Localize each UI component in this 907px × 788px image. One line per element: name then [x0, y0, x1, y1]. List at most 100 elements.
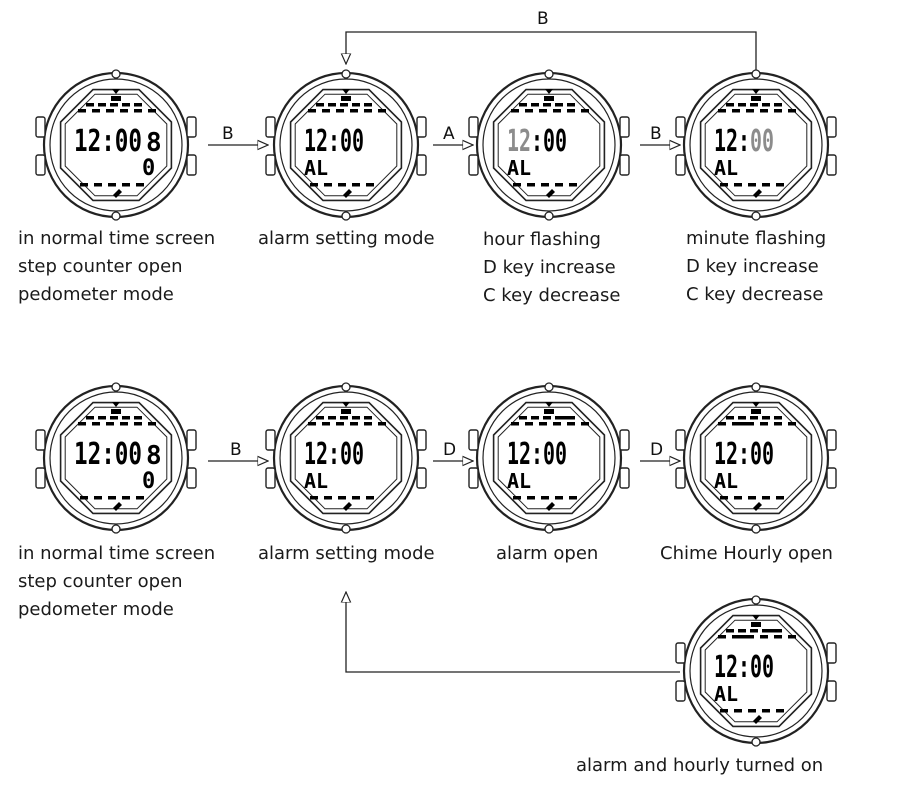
caption-w2: alarm setting mode — [258, 225, 435, 253]
caption-line: hour flashing — [483, 229, 601, 250]
walker-icon — [546, 189, 555, 198]
side-button-right-bottom — [416, 467, 427, 489]
arrow-r2-c: D — [640, 440, 680, 461]
caption-w9: alarm and hourly turned on — [576, 752, 823, 780]
watch-extra-digit: 8 — [146, 441, 162, 471]
caption-line: D key increase — [483, 257, 616, 278]
arrow-r1-c: B — [640, 124, 680, 145]
caption-line: alarm and hourly turned on — [576, 755, 824, 776]
caption-w6: alarm setting mode — [258, 540, 435, 568]
side-button-left-top — [675, 642, 686, 664]
side-button-left-top — [35, 116, 46, 138]
walker-icon — [343, 189, 352, 198]
side-button-left-bottom — [35, 154, 46, 176]
side-button-right-top — [619, 429, 630, 451]
arrow-return-loop — [346, 592, 680, 673]
watch-extra-digit: 8 — [146, 128, 162, 158]
watch-alarm-indicator: AL — [507, 156, 531, 180]
caption-line: D key increase — [686, 256, 819, 277]
caption-line: Chime Hourly open — [660, 543, 833, 564]
arrow-r1-loop: B — [346, 9, 757, 70]
caption-line: C key decrease — [483, 285, 621, 306]
walker-icon — [546, 502, 555, 511]
side-button-right-top — [416, 429, 427, 451]
watch-time-display: 12:00 — [304, 437, 364, 472]
side-button-left-top — [35, 429, 46, 451]
arrow-r1-c-label: B — [650, 124, 662, 144]
caption-line: pedometer mode — [18, 599, 174, 620]
arrow-r1-a: B — [208, 124, 268, 145]
walker-icon — [343, 502, 352, 511]
watch-time-display: 12:00 — [304, 124, 364, 159]
side-button-left-top — [675, 116, 686, 138]
side-button-right-top — [826, 429, 837, 451]
watch-alarm-indicator: AL — [714, 469, 738, 493]
arrow-r2-c-label: D — [650, 440, 663, 460]
caption-line: alarm open — [496, 543, 599, 564]
caption-line: step counter open — [18, 256, 183, 277]
watch-alarm-indicator: AL — [304, 156, 328, 180]
caption-line: in normal time screen — [18, 228, 216, 249]
side-button-right-bottom — [416, 154, 427, 176]
watch-time-display: 12:00 — [714, 437, 774, 472]
caption-w3: hour flashing D key increase C key decre… — [483, 226, 620, 310]
watch-time-display: 12:00 — [507, 437, 567, 472]
side-button-right-top — [826, 116, 837, 138]
caption-line: C key decrease — [686, 284, 824, 305]
arrow-r1-b: A — [433, 124, 473, 145]
side-button-right-bottom — [619, 467, 630, 489]
caption-w1: in normal time screen step counter open … — [18, 225, 215, 309]
side-button-left-top — [468, 429, 479, 451]
arrow-r2-b-label: D — [443, 440, 456, 460]
side-button-right-top — [186, 429, 197, 451]
caption-w5: in normal time screen step counter open … — [18, 540, 215, 624]
side-button-right-top — [186, 116, 197, 138]
side-button-left-bottom — [468, 467, 479, 489]
side-button-left-top — [468, 116, 479, 138]
side-button-left-bottom — [265, 467, 276, 489]
side-button-right-bottom — [186, 154, 197, 176]
watch-time-display: 12:00 — [74, 437, 142, 472]
watch-step-digit: 0 — [142, 469, 155, 494]
caption-w4: minute flashing D key increase C key dec… — [686, 225, 826, 309]
arrow-r2-b: D — [433, 440, 473, 461]
side-button-left-top — [675, 429, 686, 451]
walker-icon — [113, 189, 122, 198]
walker-icon — [753, 502, 762, 511]
side-button-left-bottom — [35, 467, 46, 489]
walker-icon — [113, 502, 122, 511]
side-button-right-bottom — [186, 467, 197, 489]
side-button-right-bottom — [826, 467, 837, 489]
caption-w7: alarm open — [496, 540, 598, 568]
caption-line: in normal time screen — [18, 543, 216, 564]
side-button-right-bottom — [826, 154, 837, 176]
side-button-left-bottom — [468, 154, 479, 176]
walker-icon — [753, 715, 762, 724]
arrow-r2-a-label: B — [230, 440, 242, 460]
watch-step-digit: 0 — [142, 156, 155, 181]
arrow-r2-a: B — [208, 440, 268, 461]
watch-time-display: 12:00 — [714, 650, 774, 685]
side-button-left-top — [265, 116, 276, 138]
watch-time-display: 12:00 — [74, 124, 142, 159]
watch-alarm-indicator: AL — [714, 682, 738, 706]
caption-line: step counter open — [18, 571, 183, 592]
caption-line: pedometer mode — [18, 284, 174, 305]
arrow-r1-a-label: B — [222, 124, 234, 144]
walker-icon — [753, 189, 762, 198]
side-button-left-bottom — [675, 680, 686, 702]
watch-alarm-indicator: AL — [304, 469, 328, 493]
side-button-right-top — [619, 116, 630, 138]
side-button-left-bottom — [265, 154, 276, 176]
caption-line: minute flashing — [686, 228, 827, 249]
arrow-r1-loop-label: B — [537, 9, 549, 29]
